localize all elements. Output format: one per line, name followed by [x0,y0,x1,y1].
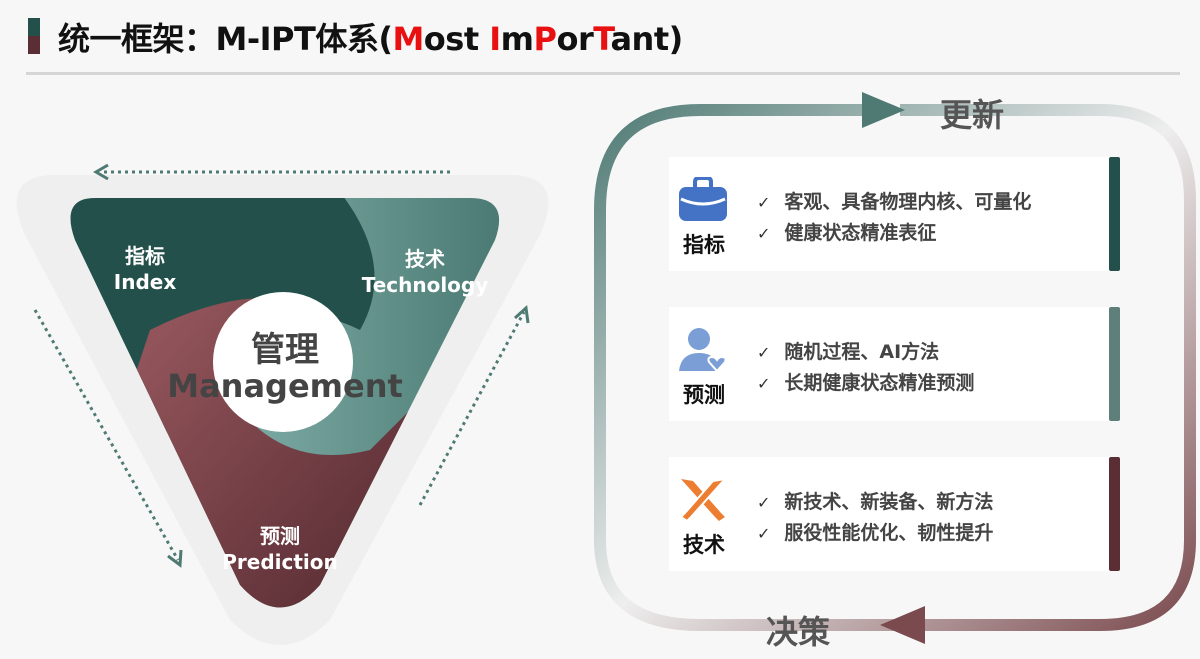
title-accent-bar [28,18,40,54]
list-item: ✓随机过程、AI方法 [757,341,940,363]
page-title: 统一框架：M-IPT体系(Most ImPorTant) [58,20,683,58]
card-index: 指标 ✓客观、具备物理内核、可量化✓健康状态精准表征 [669,157,1120,271]
top-arrowhead [862,92,905,128]
crossed-swords-icon [679,477,727,521]
briefcase-icon [679,177,727,221]
update-label: 更新 [940,96,1005,134]
dotted-arrow-left [33,309,180,561]
card-technology: 技术 ✓新技术、新装备、新方法✓服役性能优化、韧性提升 [669,457,1120,571]
list-item: ✓服役性能优化、韧性提升 [757,522,994,544]
cycle-loop [594,104,1196,631]
list-item: ✓客观、具备物理内核、可量化 [757,191,1032,213]
bottom-arrowhead [880,606,925,644]
list-item: ✓新技术、新装备、新方法 [757,491,994,513]
title-divider [26,72,1180,75]
user-heart-icon [679,328,727,371]
center-circle [213,292,353,432]
accent-bar [1109,457,1120,571]
accent-bar [1109,307,1120,421]
decision-label: 决策 [766,613,831,651]
list-item: ✓长期健康状态精准预测 [757,372,975,394]
dotted-arrow-right [418,311,526,506]
accent-bar [1109,157,1120,271]
list-item: ✓健康状态精准表征 [757,222,937,244]
card-prediction: 预测 ✓随机过程、AI方法✓长期健康状态精准预测 [669,307,1120,421]
